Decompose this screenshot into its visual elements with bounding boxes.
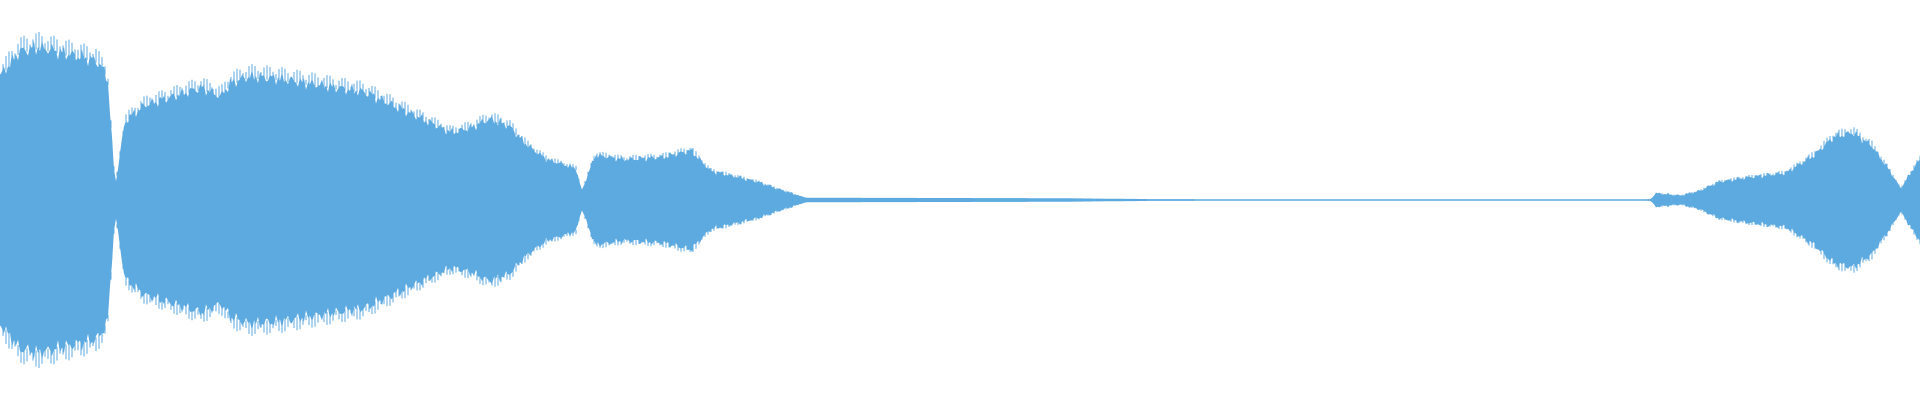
- waveform-peaks: [0, 32, 1920, 368]
